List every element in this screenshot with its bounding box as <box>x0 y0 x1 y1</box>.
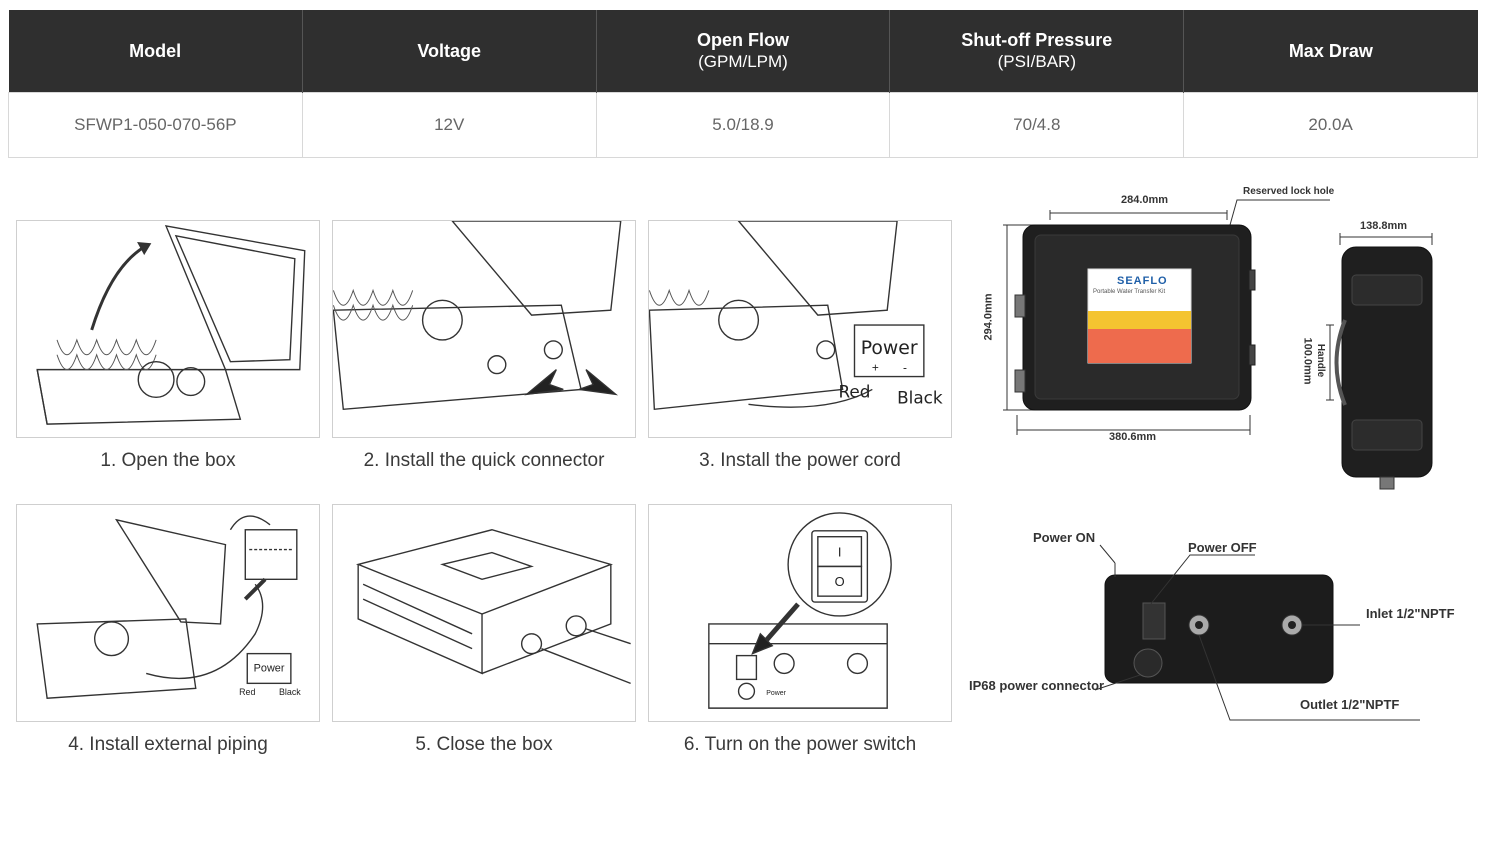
step-2-caption: 2. Install the quick connector <box>363 450 605 471</box>
cell-voltage: 12V <box>301 92 597 158</box>
panel-power-label: Power <box>766 690 786 697</box>
table-row: SFWP1-050-070-56P 12V 5.0/18.9 70/4.8 20… <box>8 92 1478 158</box>
handle-label: Handle <box>1315 343 1327 378</box>
step-5-image <box>332 504 636 722</box>
power-label: Power <box>861 338 918 359</box>
ip68-callout: IP68 power connector <box>969 678 1105 693</box>
header-open-flow: Open Flow(GPM/LPM) <box>596 10 891 93</box>
header-voltage: Voltage <box>302 10 597 93</box>
seaflo-logo: SEAFLO <box>1117 275 1168 287</box>
handle-dim: 100.0mm <box>1301 337 1314 385</box>
spec-header-row: Model Voltage Open Flow(GPM/LPM) Shut-of… <box>8 10 1478 93</box>
header-max-draw: Max Draw <box>1183 10 1478 93</box>
switch-off-label: O <box>835 574 845 589</box>
depth-dim: 138.8mm <box>1360 220 1408 232</box>
brand-subtitle: Portable Water Transfer Kit <box>1093 289 1166 295</box>
step-5-caption: 5. Close the box <box>415 734 553 755</box>
plus-label: + <box>872 361 879 375</box>
power-off-callout: Power OFF <box>1188 540 1257 555</box>
header-shutoff-pressure: Shut-off Pressure(PSI/BAR) <box>889 10 1185 93</box>
spec-table: Model Voltage Open Flow(GPM/LPM) Shut-of… <box>8 10 1478 158</box>
width-top-dim: 284.0mm <box>1121 194 1169 206</box>
step-4-caption: 4. Install external piping <box>68 734 268 755</box>
black-label: Black <box>897 387 943 407</box>
cell-pressure: 70/4.8 <box>889 92 1185 158</box>
header-model: Model <box>8 10 303 93</box>
cell-open-flow: 5.0/18.9 <box>595 92 891 158</box>
step-2-image <box>332 220 636 438</box>
front-view-figure: SEAFLO Portable Water Transfer Kit 284.0… <box>975 185 1345 450</box>
switch-on-label: I <box>838 545 842 560</box>
inlet-callout: Inlet 1/2"NPTF <box>1366 606 1455 621</box>
callout-figure: Power ON Power OFF Inlet 1/2"NPTF Outlet… <box>965 525 1485 725</box>
step-6-image: I O Power <box>648 504 952 722</box>
red-label: Red <box>839 381 871 401</box>
step-1-caption: 1. Open the box <box>100 450 236 471</box>
lock-hole-label: Reserved lock hole <box>1243 186 1335 197</box>
small-black-label: Black <box>279 687 301 697</box>
power-on-callout: Power ON <box>1033 530 1096 545</box>
cell-model: SFWP1-050-070-56P <box>8 92 303 158</box>
step-6-caption: 6. Turn on the power switch <box>683 734 917 755</box>
step-3-image: Power + - Red Black <box>648 220 952 438</box>
small-red-label: Red <box>239 687 255 697</box>
step-3-caption: 3. Install the power cord <box>699 450 901 471</box>
small-power-label: Power <box>254 662 285 674</box>
step-1-image <box>16 220 320 438</box>
step-4-image: Power Red Black <box>16 504 320 722</box>
side-view-figure: 138.8mm Handle 100.0mm <box>1300 215 1450 495</box>
minus-label: - <box>903 361 907 375</box>
height-dim: 294.0mm <box>982 293 995 341</box>
outlet-callout: Outlet 1/2"NPTF <box>1300 697 1400 712</box>
cell-max-draw: 20.0A <box>1183 92 1478 158</box>
width-bottom-dim: 380.6mm <box>1109 431 1157 443</box>
